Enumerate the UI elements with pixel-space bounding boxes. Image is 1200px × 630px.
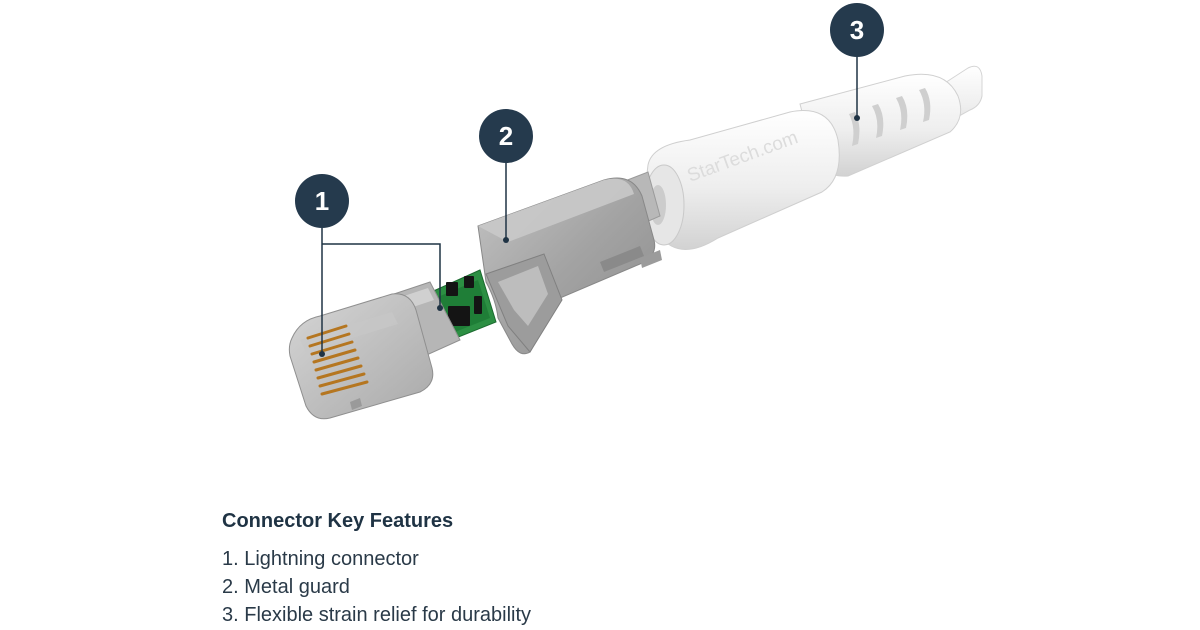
callout-3-number: 3 [850,15,864,45]
leader-line-dots [319,115,860,357]
lightning-connector [288,281,461,420]
features-section: Connector Key Features 1. Lightning conn… [222,510,922,629]
leader-lines [321,55,858,354]
callout-1: 1 [295,174,349,228]
callout-3: 3 [830,3,884,57]
cable-connector-diagram: StarTech.com [288,3,983,420]
connector-tip [288,293,434,420]
feature-item: 2. Metal guard [222,576,350,598]
callout-2-number: 2 [499,121,513,151]
pcb-chips [446,276,482,326]
callout-2: 2 [479,109,533,163]
feature-item: 3. Flexible strain relief for durability [222,604,532,626]
callout-2-badge [479,109,533,163]
callout-1-badge [295,174,349,228]
strain-relief-boot: StarTech.com [643,65,983,250]
gold-contact-pins [306,324,369,396]
features-list: 1. Lightning connector 2. Metal guard 3.… [222,545,922,629]
features-title: Connector Key Features [222,510,454,532]
metal-guard [477,171,662,355]
leader-line-1-branch [322,243,441,308]
callout-1-number: 1 [315,186,329,216]
feature-item: 1. Lightning connector [222,548,419,570]
callout-3-badge [830,3,884,57]
